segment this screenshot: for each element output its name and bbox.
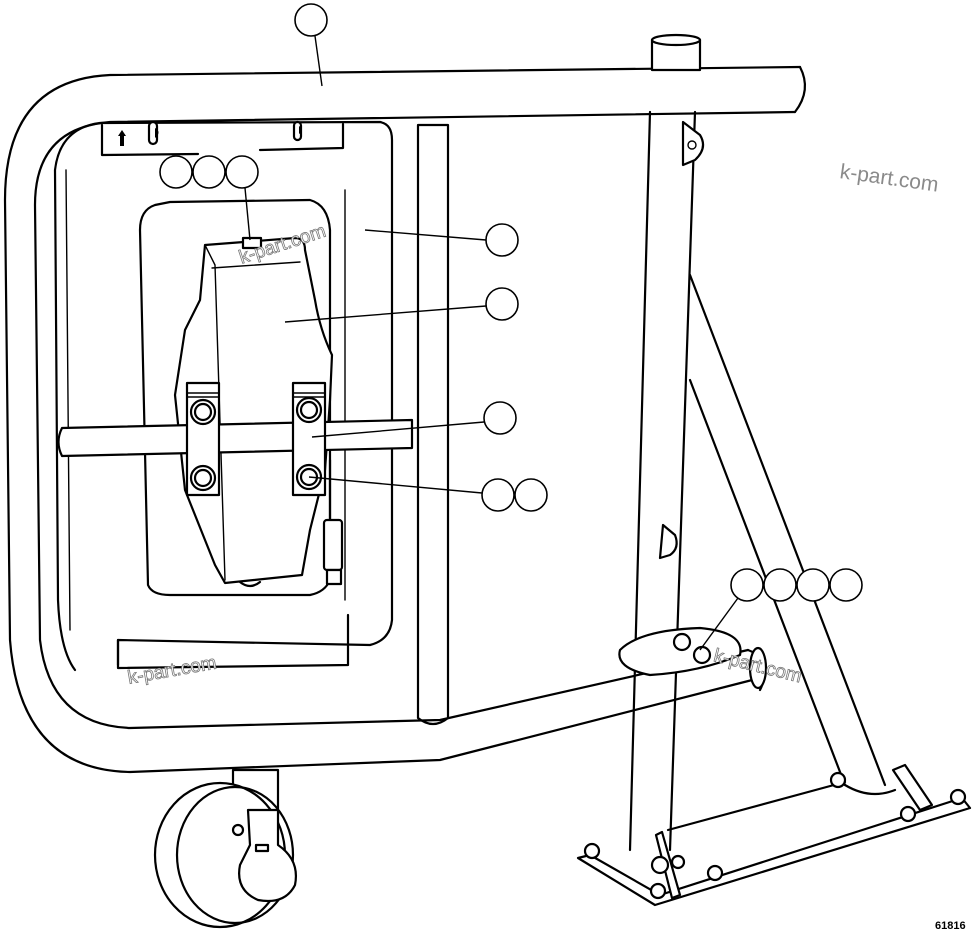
inner-bar — [57, 418, 414, 458]
callout-cover — [284, 287, 519, 323]
caster-wheel — [153, 768, 297, 929]
inner-recess — [138, 198, 332, 597]
base-bolts — [583, 771, 967, 900]
clamp-right — [291, 381, 327, 497]
callout-pivot-hardware — [699, 568, 863, 651]
callout-clamp — [311, 401, 517, 438]
latch-bracket — [100, 120, 345, 157]
pivot-collar — [618, 626, 742, 677]
frame-tube-loop — [3, 65, 807, 774]
cover-housing — [173, 236, 334, 588]
callout-clamp-bolts — [308, 476, 548, 512]
vertical-post — [628, 33, 705, 852]
diagonal-brace — [688, 273, 934, 812]
callout-latch-hardware — [159, 155, 259, 241]
base-plate — [576, 771, 972, 907]
callout-frame-tube — [294, 3, 328, 87]
strap — [322, 458, 344, 586]
figure-number: 61816 — [935, 920, 966, 932]
latch-screw — [241, 236, 263, 250]
up-arrow-icon — [118, 130, 126, 146]
inner-vertical-tube — [416, 123, 450, 726]
callout-panel — [364, 223, 519, 257]
clamp-left — [185, 381, 221, 497]
